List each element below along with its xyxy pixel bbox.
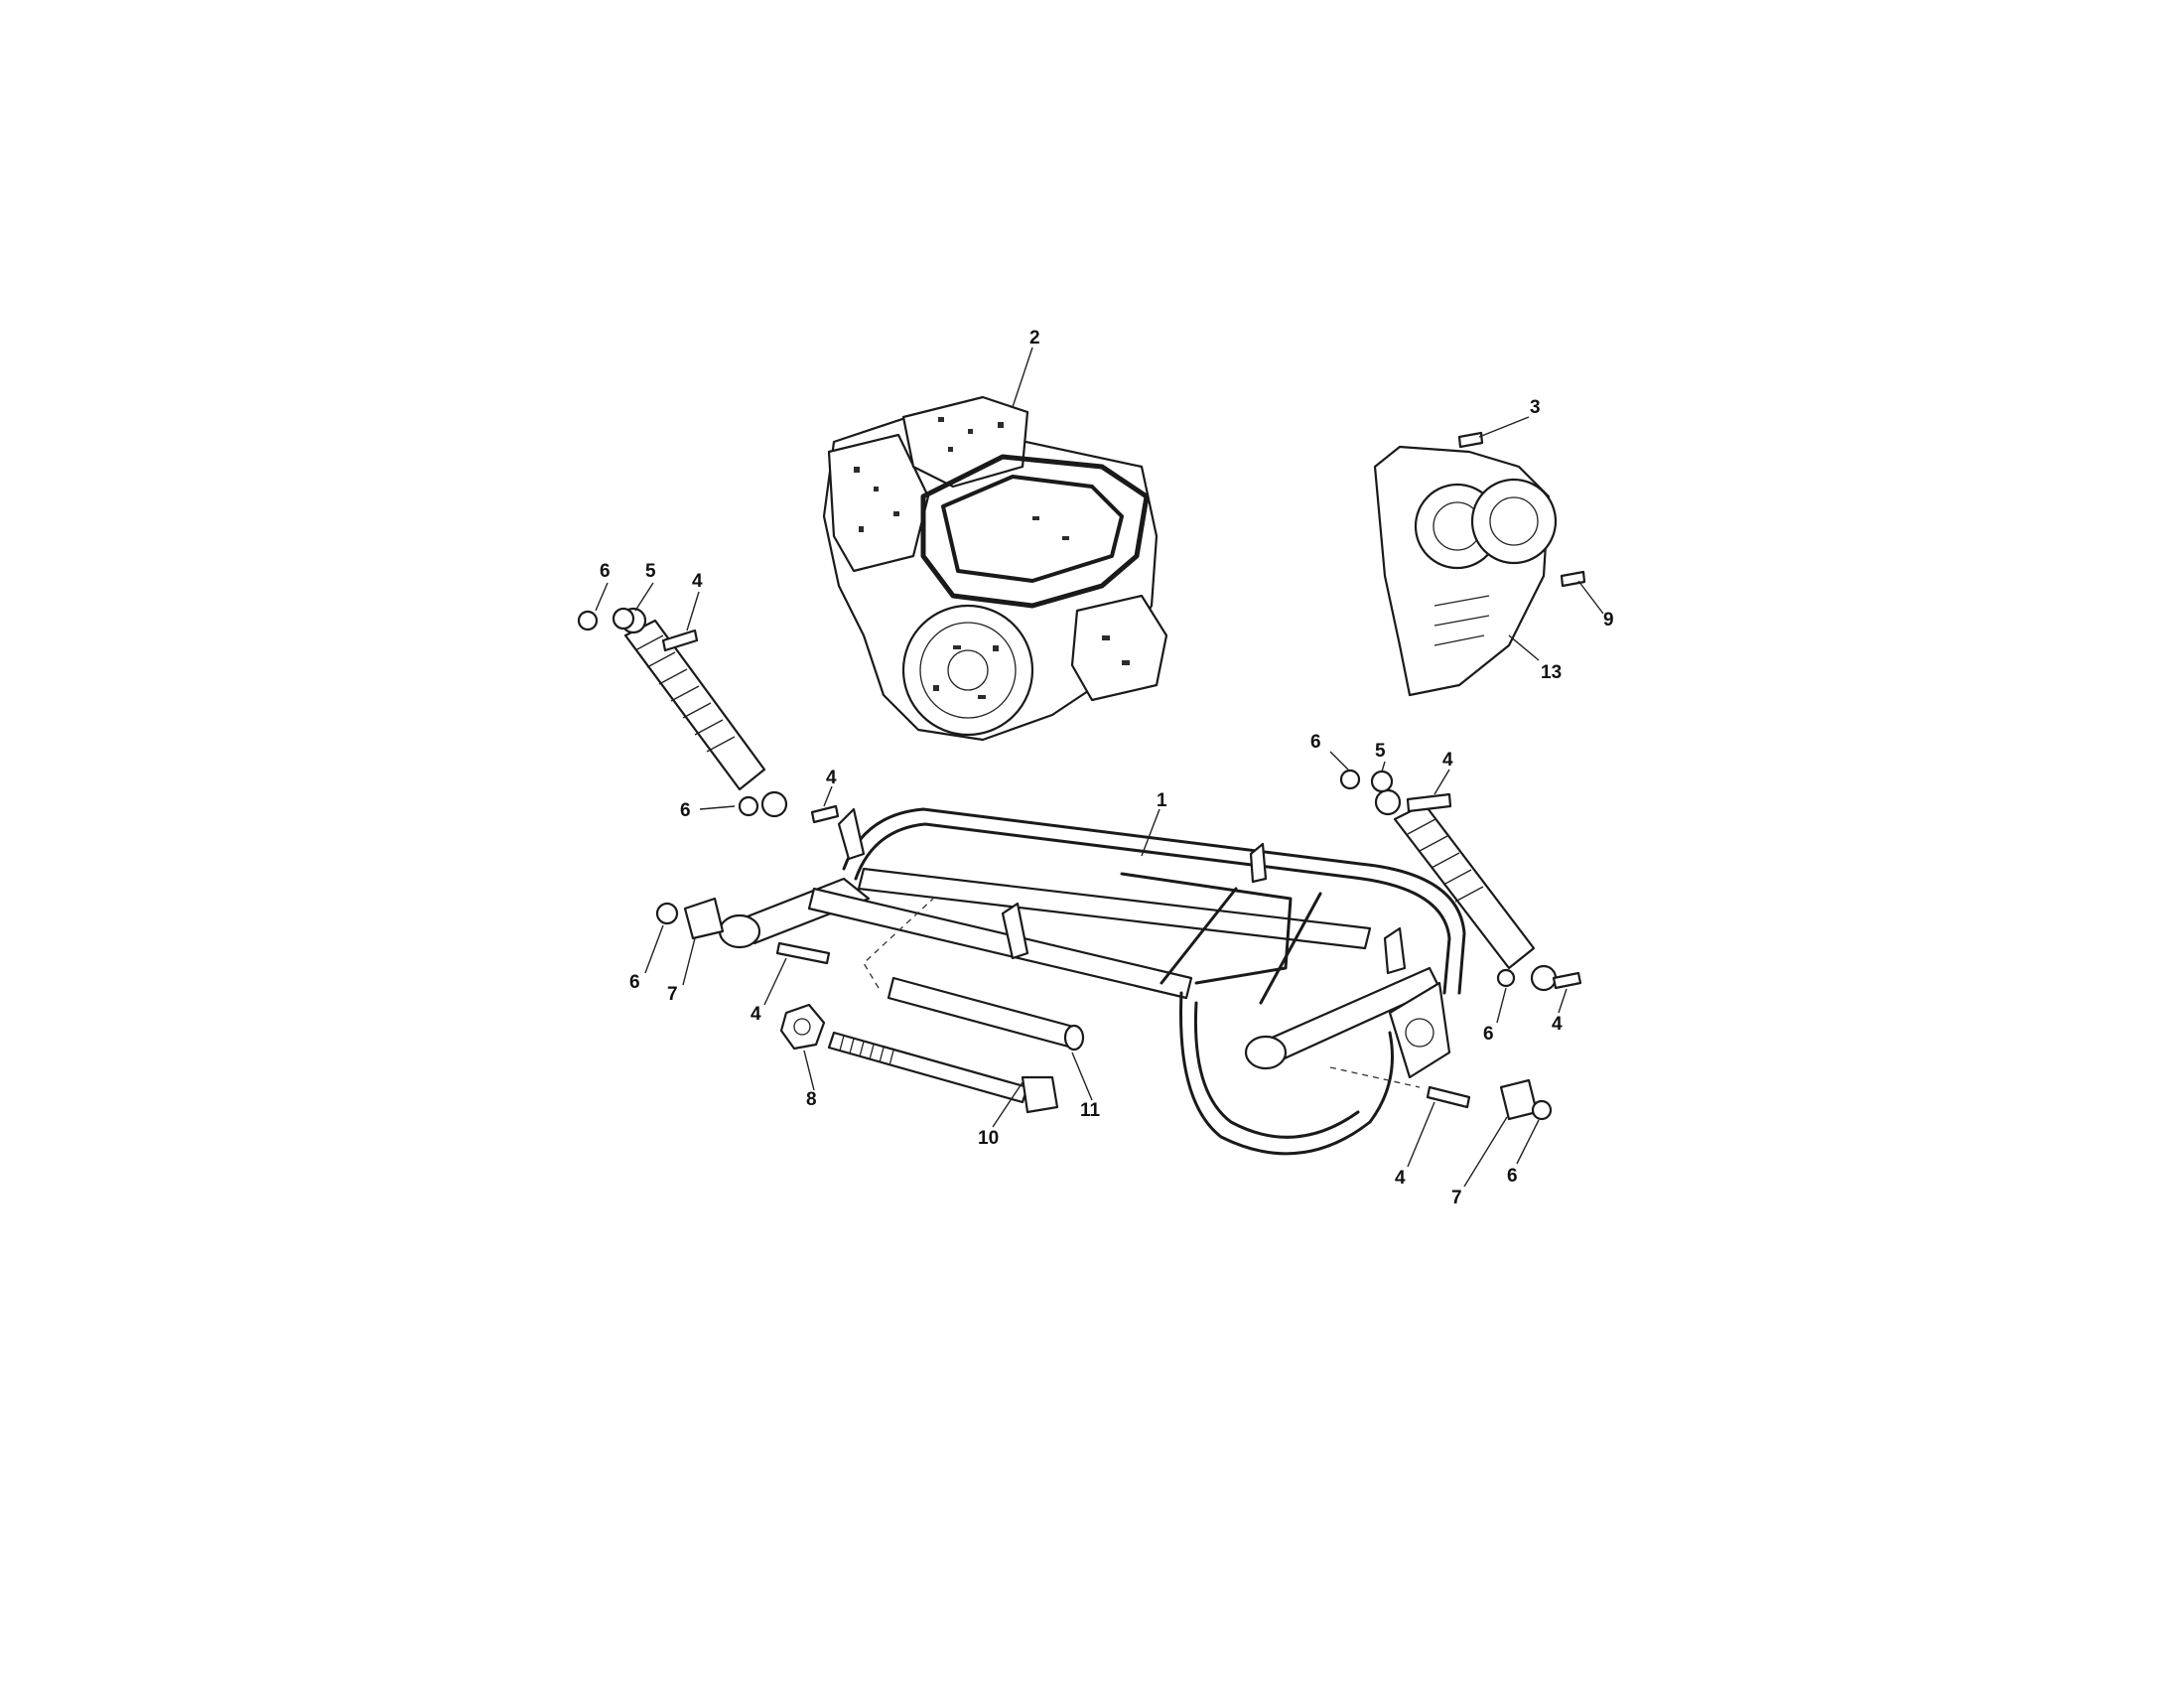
callout-2: 2 bbox=[1029, 328, 1040, 349]
bushing-right bbox=[1499, 1078, 1539, 1121]
long-bolt bbox=[827, 1031, 1059, 1114]
callout-6: 6 bbox=[629, 972, 640, 993]
callout-7: 7 bbox=[1451, 1188, 1462, 1208]
callout-7: 7 bbox=[667, 984, 678, 1005]
callout-5: 5 bbox=[645, 561, 656, 582]
callout-4: 4 bbox=[1442, 750, 1453, 771]
callout-5: 5 bbox=[1375, 741, 1386, 762]
fan-cover bbox=[1373, 445, 1558, 697]
callout-8: 8 bbox=[806, 1089, 817, 1110]
callout-6: 6 bbox=[680, 800, 691, 821]
callout-3: 3 bbox=[1530, 397, 1541, 418]
callout-13: 13 bbox=[1541, 662, 1562, 683]
callout-6: 6 bbox=[1507, 1166, 1518, 1187]
nut-left bbox=[655, 902, 679, 925]
bushing-left bbox=[683, 897, 725, 940]
nut-right bbox=[1531, 1099, 1553, 1121]
callout-4: 4 bbox=[826, 768, 837, 788]
callout-1: 1 bbox=[1157, 790, 1167, 811]
callout-4: 4 bbox=[751, 1004, 761, 1025]
callout-11: 11 bbox=[1080, 1100, 1101, 1121]
callout-6: 6 bbox=[1483, 1024, 1494, 1045]
bolt-left-lower bbox=[775, 941, 831, 965]
callout-numbers: 1 2 3 9 13 6 5 4 6 4 6 7 4 8 10 11 6 5 4… bbox=[600, 328, 1614, 1208]
callout-9: 9 bbox=[1603, 610, 1614, 631]
engine-texture bbox=[854, 417, 1130, 699]
bolt-right-lower bbox=[1426, 1085, 1471, 1109]
engine bbox=[822, 395, 1168, 742]
nut bbox=[779, 1003, 826, 1051]
frame bbox=[718, 807, 1466, 1156]
callout-4: 4 bbox=[1552, 1014, 1563, 1035]
callout-6: 6 bbox=[1310, 732, 1321, 753]
spacer-tube bbox=[887, 976, 1079, 1050]
callout-10: 10 bbox=[978, 1128, 999, 1149]
leader-lines bbox=[595, 347, 1604, 1188]
callout-4: 4 bbox=[1395, 1168, 1406, 1189]
left-shock-absorber bbox=[619, 607, 788, 818]
callout-6: 6 bbox=[600, 561, 611, 582]
callout-4: 4 bbox=[692, 571, 703, 592]
